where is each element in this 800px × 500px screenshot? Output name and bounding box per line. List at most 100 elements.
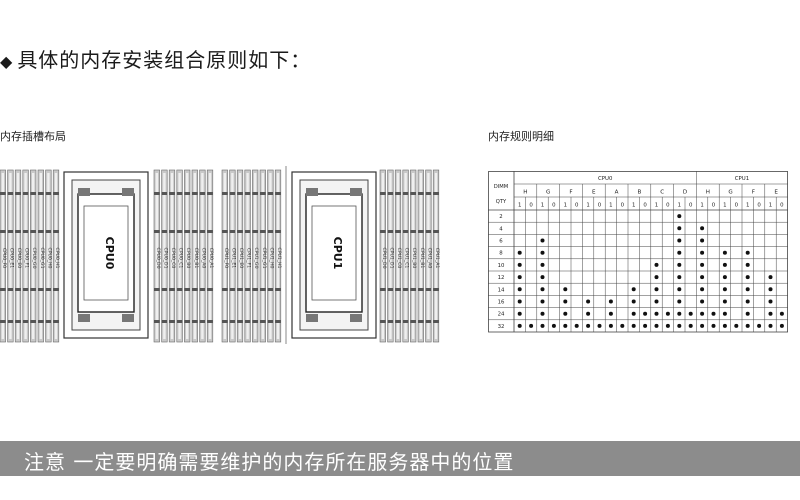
slot-header: 0 <box>735 203 739 209</box>
dimm-qty-cell: 12 <box>498 275 505 281</box>
populated-dot <box>700 323 705 328</box>
dimm-slot-label: CPU0_D0 <box>155 247 161 268</box>
dimm-latch <box>418 230 424 233</box>
dimm-latch <box>161 320 168 323</box>
dimm-slot-label: CPU0_D1 <box>162 247 168 268</box>
dimm-latch <box>380 320 386 323</box>
populated-dot <box>677 311 682 316</box>
dimm-latch <box>410 320 416 323</box>
dimm-latch <box>387 320 394 323</box>
populated-dot <box>677 299 682 304</box>
populated-dot <box>551 323 556 328</box>
cpu-label: CPU1 <box>331 237 344 270</box>
populated-dot <box>722 299 727 304</box>
dimm-latch <box>275 320 281 323</box>
dimm-latch <box>410 288 416 291</box>
dimm-latch <box>38 288 44 291</box>
dimm-slot-label: CPU0_H0 <box>46 248 52 269</box>
populated-dot <box>700 250 705 255</box>
dimm-latch <box>387 288 394 291</box>
section-heading: ◆具体的内存安装组合原则如下： <box>0 44 311 73</box>
dimm-latch <box>395 230 401 233</box>
dimm-latch <box>380 230 386 233</box>
dimm-latch <box>176 320 183 323</box>
dimm-latch <box>267 320 274 323</box>
populated-dot <box>517 299 522 304</box>
dimm-slot-inner <box>170 173 174 339</box>
dimm-latch <box>154 192 160 195</box>
slot-header: 0 <box>757 203 761 209</box>
dimm-slot-label: CPU1_C0 <box>396 248 402 269</box>
dimm-latch <box>275 230 281 233</box>
dimm-latch <box>169 192 175 195</box>
dimm-slot-inner <box>269 173 272 339</box>
populated-dot <box>768 323 773 328</box>
slot-header: 0 <box>689 203 693 209</box>
dimm-latch <box>229 288 236 291</box>
slot-header: 1 <box>541 203 544 209</box>
slot-header: 1 <box>586 203 589 209</box>
populated-dot <box>745 311 750 316</box>
heading-text: 具体的内存安装组合原则如下： <box>17 48 312 72</box>
populated-dot <box>563 323 568 328</box>
populated-dot <box>768 275 773 280</box>
dimm-latch <box>161 192 168 195</box>
dimm-latch <box>244 288 251 291</box>
populated-dot <box>540 299 545 304</box>
dimm-latch <box>222 230 228 233</box>
dimm-latch <box>237 288 243 291</box>
slot-header: 0 <box>552 203 556 209</box>
dimm-latch <box>38 192 44 195</box>
dimm-slot-inner <box>396 173 400 339</box>
dimm-latch <box>387 192 394 195</box>
populated-dot <box>517 323 522 328</box>
dimm-latch <box>45 288 52 291</box>
dimm-latch <box>0 320 6 323</box>
dimm-slot-label: CPU0_C1 <box>178 248 184 269</box>
populated-dot <box>745 250 750 255</box>
dimm-latch <box>192 230 198 233</box>
rules-detail-label: 内存规则明细 <box>488 130 554 143</box>
dimm-latch <box>260 230 266 233</box>
dimm-slot-label: CPU1_E1 <box>230 248 236 268</box>
dimm-latch <box>15 192 21 195</box>
dimm-slot-inner <box>155 173 158 339</box>
dimm-slot-label: CPU1_C1 <box>404 248 410 269</box>
dimm-latch <box>169 230 175 233</box>
populated-dot <box>608 323 613 328</box>
populated-dot <box>677 323 682 328</box>
slot-header: 1 <box>746 203 749 209</box>
populated-dot <box>654 287 659 292</box>
populated-dot <box>665 311 670 316</box>
dimm-slot-inner <box>261 173 264 339</box>
socket-screw-icon <box>350 314 362 322</box>
dimm-qty-cell: 24 <box>498 312 505 318</box>
dimm-slot-inner <box>254 173 257 339</box>
caption-bar: 注意 一定要明确需要维护的内存所在服务器中的位置 <box>0 441 800 476</box>
dimm-qty-cell: 16 <box>498 300 505 306</box>
dimm-latch <box>252 288 258 291</box>
dimm-latch <box>30 288 36 291</box>
dimm-latch <box>402 288 409 291</box>
dimm-slot-inner <box>381 173 384 339</box>
populated-dot <box>677 226 682 231</box>
populated-dot <box>688 323 693 328</box>
dimm-latch <box>244 230 251 233</box>
populated-dot <box>563 287 568 292</box>
populated-dot <box>540 287 545 292</box>
populated-dot <box>540 250 545 255</box>
dimm-qty-cell: 4 <box>499 226 503 232</box>
populated-dot <box>517 311 522 316</box>
dimm-latch <box>207 320 213 323</box>
slot-header: 0 <box>575 203 579 209</box>
populated-dot <box>540 311 545 316</box>
socket-screw-icon <box>122 314 134 322</box>
dimm-latch <box>161 230 168 233</box>
dimm-latch <box>418 320 424 323</box>
table-frame <box>488 171 789 333</box>
dimm-latch <box>7 230 14 233</box>
dimm-latch <box>169 288 175 291</box>
dimm-latch <box>207 192 213 195</box>
